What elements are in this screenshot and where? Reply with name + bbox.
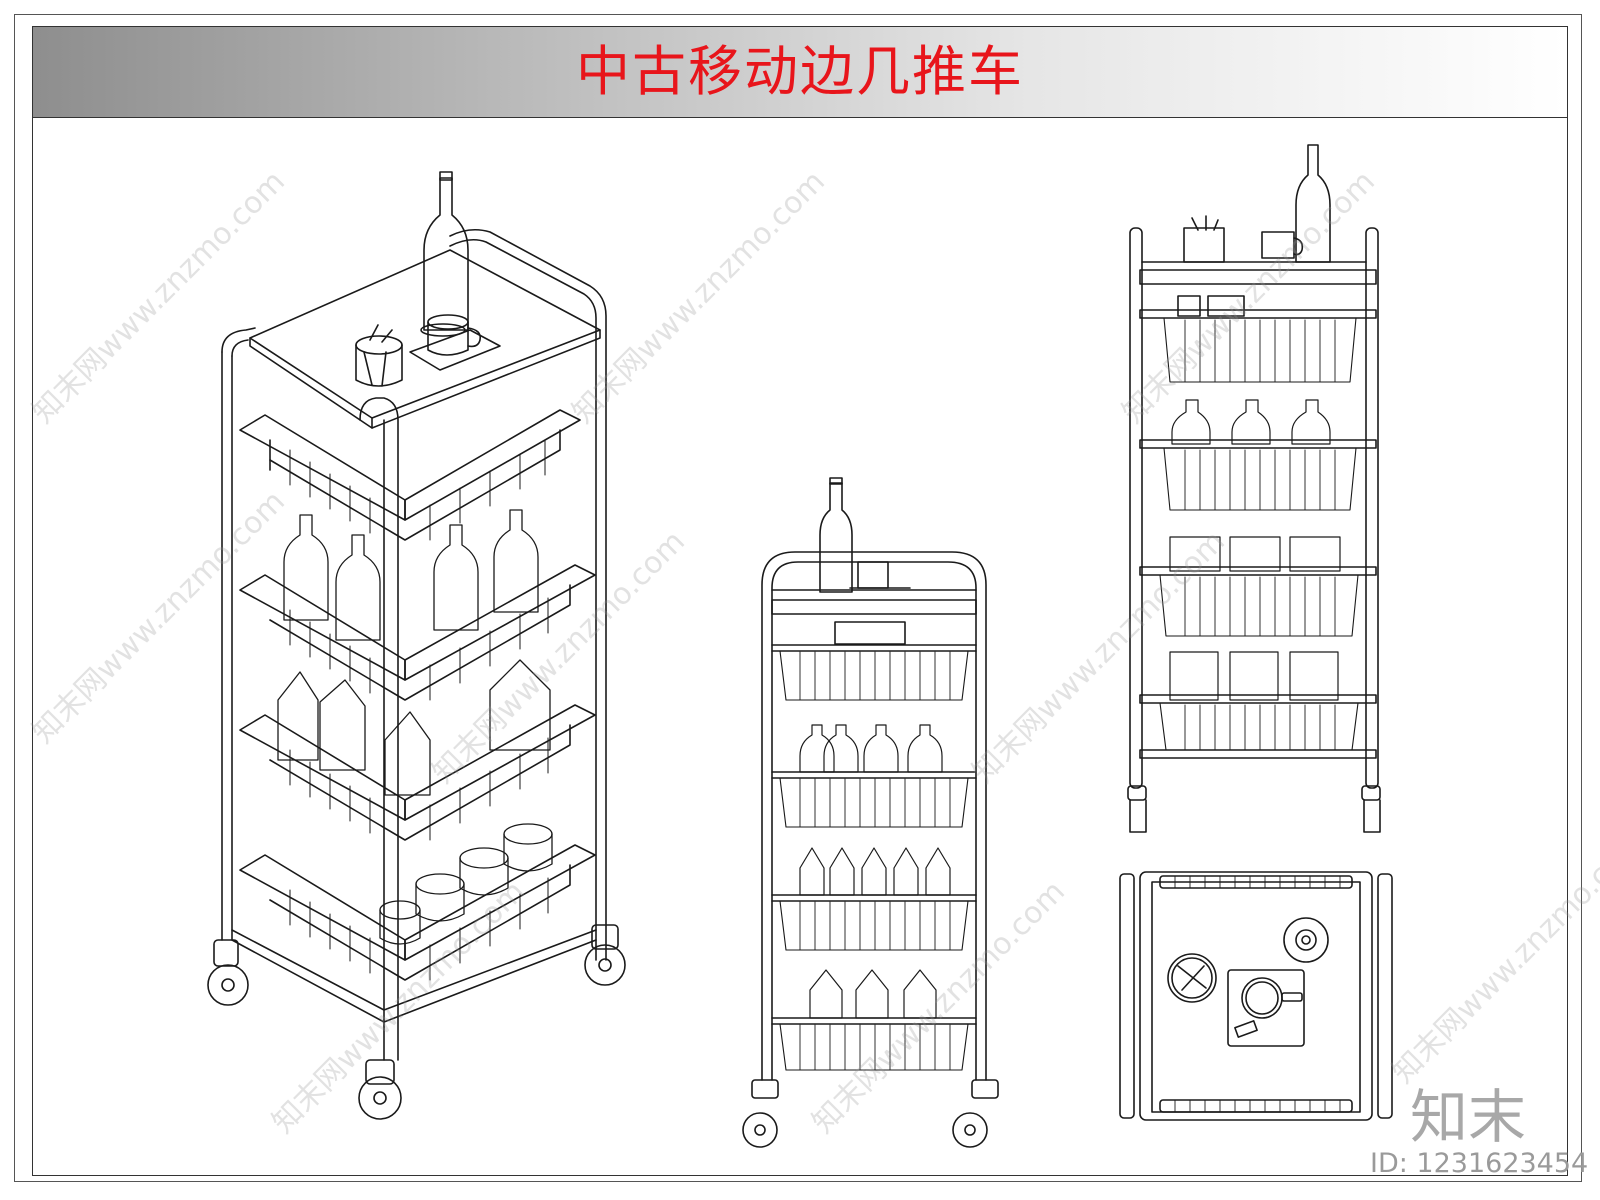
- top-view: [1119, 871, 1393, 1121]
- side-baskets: [1159, 317, 1359, 751]
- cup-icon: [427, 321, 469, 356]
- page-title: 中古移动边几推车: [576, 40, 1024, 103]
- side-casters: [1127, 785, 1381, 833]
- iso-casters: [207, 924, 626, 1120]
- iso-bottles: [283, 509, 539, 641]
- front-baskets: [779, 650, 969, 1071]
- cup-top-icon: [1227, 969, 1305, 1047]
- outer-frame: [14, 14, 1582, 1182]
- front-view: [742, 477, 999, 1148]
- side-boxes: [1169, 536, 1341, 701]
- front-bottles: [799, 724, 943, 773]
- side-bottles: [1171, 399, 1331, 445]
- brand-logo: 知末: [1410, 1083, 1527, 1151]
- iso-bags: [277, 659, 551, 796]
- title-bar: 中古移动边几推车: [32, 26, 1568, 118]
- front-casters: [742, 1079, 999, 1148]
- iso-jars: [379, 823, 553, 945]
- bottle-cap-icon: [1283, 917, 1329, 963]
- iso-top-items: [355, 171, 501, 387]
- iso-baskets: [239, 409, 596, 981]
- side-view: [1127, 144, 1381, 833]
- front-shelves: [771, 644, 977, 1025]
- pen-holder-top-icon: [1167, 953, 1217, 1003]
- pen-holder-icon: [355, 344, 403, 387]
- wine-bottle-icon: [423, 177, 469, 331]
- isometric-view: [207, 171, 626, 1120]
- front-bags: [799, 847, 951, 1019]
- id-label: ID: 1231623454: [1370, 1148, 1589, 1179]
- side-shelves: [1139, 309, 1377, 759]
